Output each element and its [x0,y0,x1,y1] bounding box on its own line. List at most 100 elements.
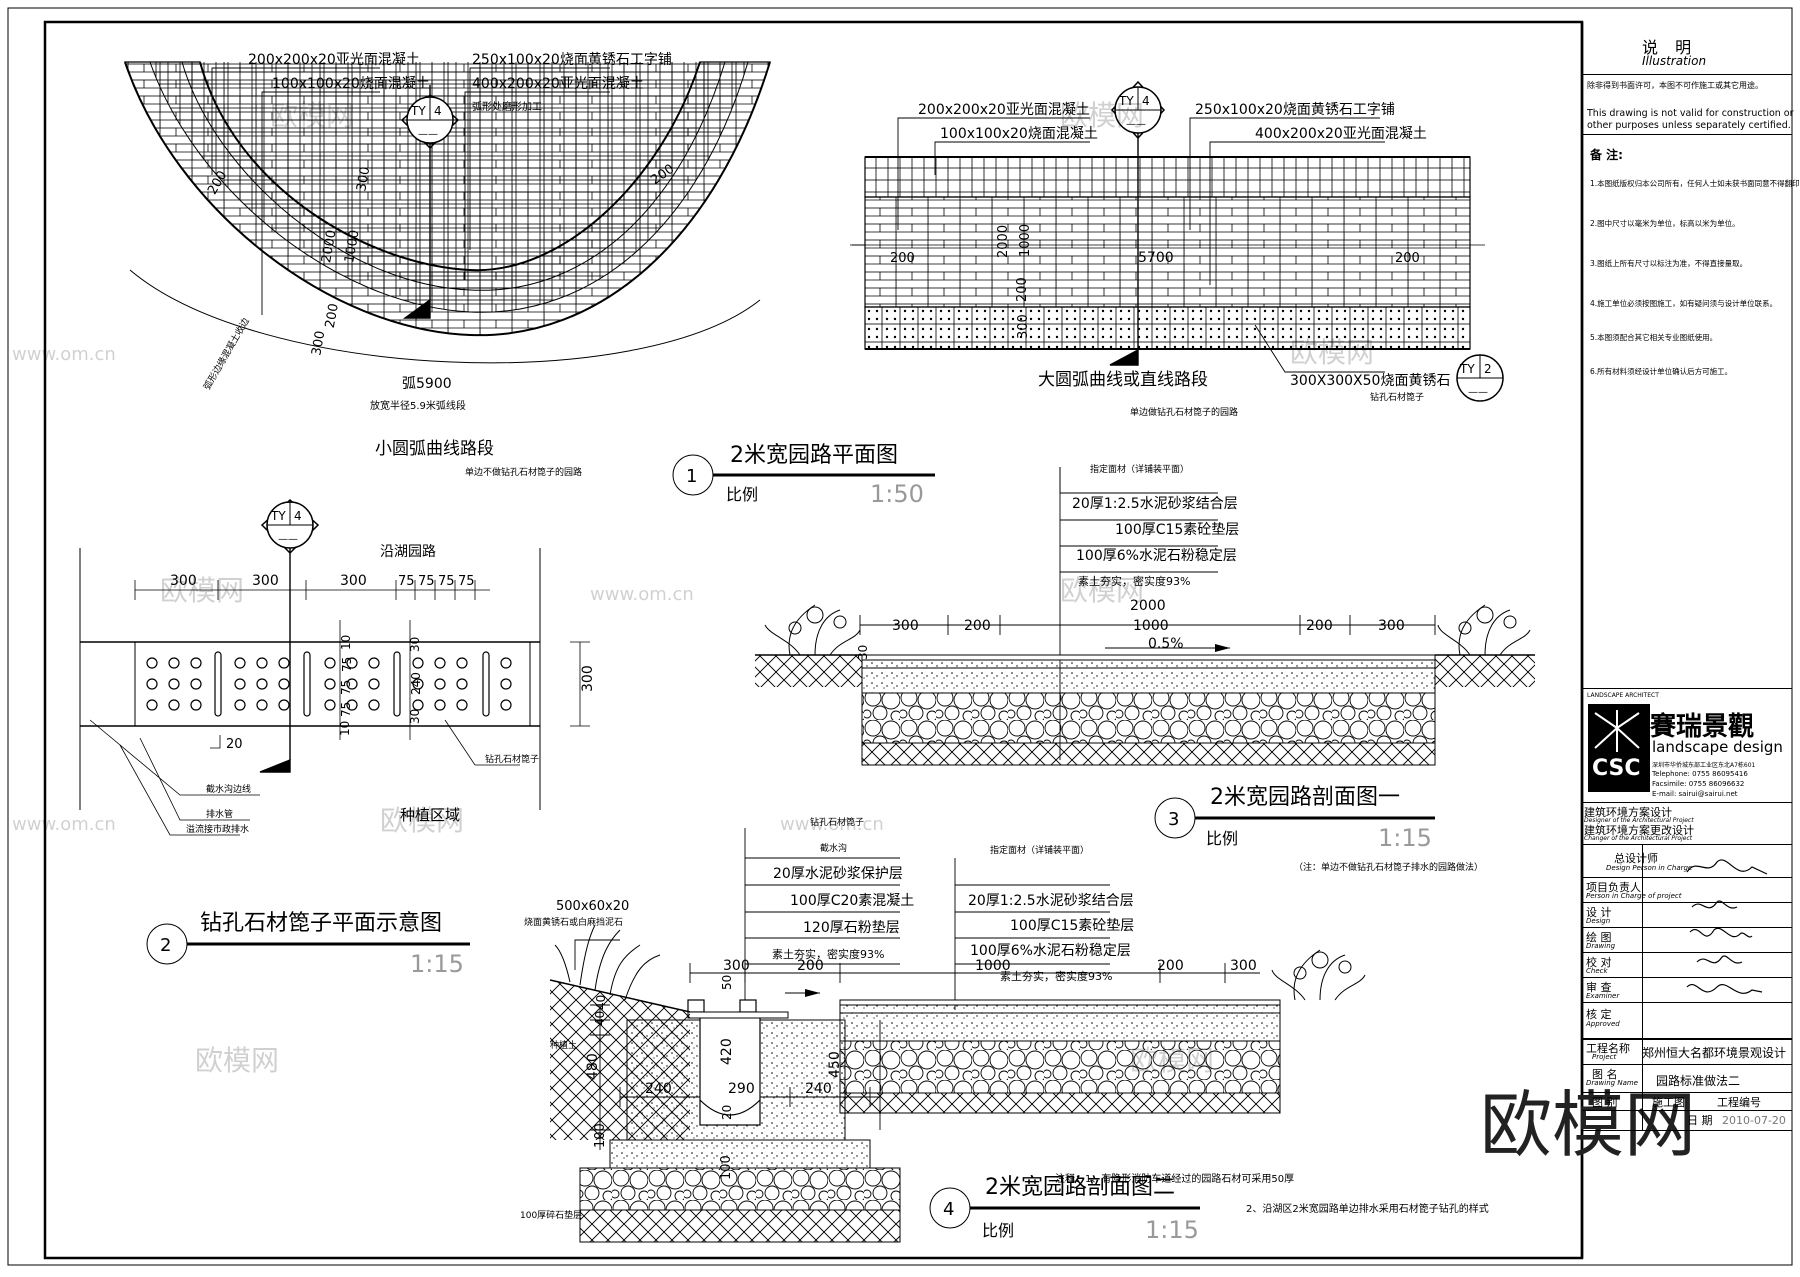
sec2-dim-top-3: 1000 [975,958,1011,974]
plan-mid-leaders [852,117,1385,373]
mid-dim-300: 300 [1016,314,1031,339]
dim-200-b: 200 [323,302,342,329]
project-name: 郑州恒大名都环境景观设计 [1642,1046,1787,1060]
plan-left-label-5: 弧形处磨形加工 [472,100,542,113]
grate-side-1: 10 [339,635,353,650]
tag-top: TY [1118,94,1134,108]
svg-text:欧模网: 欧模网 [160,574,244,607]
role-4: 项目负责人 [1586,881,1641,894]
tag-num: 4 [1142,94,1150,108]
plan-straight-path [850,156,1485,350]
sec2-dim-top-2: 200 [797,958,824,974]
sec2-layer-r-2: 100厚C15素砼垫层 [1010,918,1134,934]
sec2-note-2: 2、沿湖区2米宽园路单边排水采用石材箆子钻孔的样式 [1246,1202,1489,1215]
plant-sec2-left [554,924,661,1001]
cell-label-3: 工程编号 [1717,1096,1761,1109]
drawing-sub: Drawing Name [1586,1079,1638,1087]
titleblock-warning-cn: 除非得到书面许可，本图不可作施工或其它用途。 [1587,81,1763,90]
plan-left-label-4: 400x200x20亚光面混凝土 [472,76,644,92]
sec2-dim-left-3: 480 [585,1053,601,1080]
titleblock-notes-title: 备 注: [1590,148,1623,162]
tag-bottom: —— [1126,119,1146,130]
mid-caption: 大圆弧曲线或直线路段 [1038,370,1208,390]
mid-dim-5700: 5700 [1138,250,1174,266]
outer-frame [7,7,1793,1266]
grate-holes [146,651,512,717]
sec2-grate-label: 钻孔石材箆子 [810,816,864,828]
plan-mid-label-4: 400x200x20亚光面混凝土 [1255,126,1427,142]
title-1: 1 2米宽园路平面图 比例 1:50 [672,443,935,508]
sec1-dim-1: 300 [892,618,919,634]
svg-text:欧模网: 欧模网 [1060,574,1144,607]
svg-text:www.om.cn: www.om.cn [590,584,694,605]
section-1: 指定面材（详铺装平面） 20厚1:2.5水泥砂浆结合层 100厚C15素砼垫层 … [755,463,1535,766]
arc-dim: 弧5900 [402,376,452,392]
title-3-text: 2米宽园路剖面图一 [1210,785,1400,810]
svg-text:www.om.cn: www.om.cn [780,814,884,835]
sec1-small-dim: 30 [856,645,870,660]
grate-dim-1: 300 [170,573,197,589]
title-4-scale-label: 比例 [982,1221,1014,1240]
grate-dim-5: 75 [418,574,435,589]
ty-tag-plan-left: TY 4 —— [400,93,460,150]
sec2-dim-left-1: 40 [594,995,608,1010]
titleblock-warning-en-2: other purposes unless separately certifi… [1587,120,1791,131]
sec1-dim-2: 200 [964,618,991,634]
sec1-top-note: 指定面材（详铺装平面） [1090,463,1189,475]
sec1-layer-1: 20厚1:2.5水泥砂浆结合层 [1072,496,1238,512]
tag-top: TY [270,509,286,523]
plan-left-label-3: 250x100x20烧面黄锈石工字铺 [472,51,672,68]
title-1-num: 1 [686,466,697,487]
sec2-bottom-note: 100厚碎石垫层 [520,1209,582,1221]
project-label: 工程名称 [1586,1042,1630,1055]
sec1-layer-4: 素土夯实，密实度93% [1078,574,1190,588]
role-1: 建筑环境方案设计 [1584,806,1672,819]
sec2-curb-sub: 烧面黄锈石或白麻挡泥石 [524,916,623,928]
section-2: 500x60x20 烧面黄锈石或白麻挡泥石 钻孔石材箆子 截水沟 20厚水泥砂浆… [520,816,1489,1243]
dim-1000: 1000 [342,229,363,264]
grate-dim-6: 75 [438,574,455,589]
grate-side-4: 75 [339,702,353,717]
title-3: 3 2米宽园路剖面图一 比例 1:15 （注：单边不做钻孔石材箆子排水的园路做法… [1154,785,1483,873]
firm-name-cn: 賽瑞景觀 [1650,712,1755,742]
plan-curved-path [124,61,771,364]
svg-text:欧模网: 欧模网 [1060,99,1144,132]
firm-tag: LANDSCAPE ARCHITECT [1587,692,1659,699]
role-5-sub: Design [1586,917,1611,925]
sec2-dim-top-1: 300 [723,958,750,974]
mid-dim-200-c: 200 [1395,251,1420,266]
grate-dim-7: 75 [458,574,475,589]
firm-logo: CSC [1588,704,1650,792]
role-2-sub: Changer of the Architectural Project [1584,835,1693,842]
svg-text:欧模网: 欧模网 [1130,1044,1214,1077]
sec2-layer-l-3: 120厚石粉垫层 [803,920,900,936]
left-caption: 小圆弧曲线路段 [375,439,494,459]
role-3-sub: Design Person in Charge [1606,864,1693,872]
role-8-sub: Examiner [1586,992,1620,1000]
left-subcaption: 单边不做钻孔石材箆子的园路 [465,466,582,478]
titleblock-warning-en-1: This drawing is not valid for constructi… [1587,108,1794,119]
sec1-total: 2000 [1130,598,1166,614]
sec2-dim-bottom-3: 240 [805,1081,832,1097]
title-1-text: 2米宽园路平面图 [730,443,898,468]
sec2-top-note: 指定面材（详铺装平面） [990,844,1089,856]
role-2: 建筑环境方案更改设计 [1584,824,1694,837]
plan-left-label-1: 200x200x20亚光面混凝土 [248,52,420,68]
sec1-note: （注：单边不做钻孔石材箆子排水的园路做法） [1294,861,1483,873]
tag-num: 4 [434,104,442,118]
sec2-layer-r-1: 20厚1:2.5水泥砂浆结合层 [968,893,1134,909]
titleblock-note-3: 3.图纸上所有尺寸以标注为准，不得直接量取。 [1590,259,1748,268]
drawing-name: 园路标准做法二 [1656,1074,1741,1088]
titleblock-note-5: 5.本图须配合其它相关专业图纸使用。 [1590,333,1718,342]
grate-dim-right: 300 [580,665,596,692]
title-1-scale-label: 比例 [726,485,758,504]
grate-label-ditch: 截水沟边线 [206,783,251,795]
sec1-dim-4: 200 [1306,618,1333,634]
tag-num: 2 [1484,362,1492,376]
mid-dim-1000: 1000 [1018,224,1033,257]
firm-name-en: landscape design [1652,738,1783,756]
grate-dim-small: 20 [226,737,243,752]
tag-bottom: —— [278,534,298,545]
dim-2000: 2000 [319,229,340,264]
